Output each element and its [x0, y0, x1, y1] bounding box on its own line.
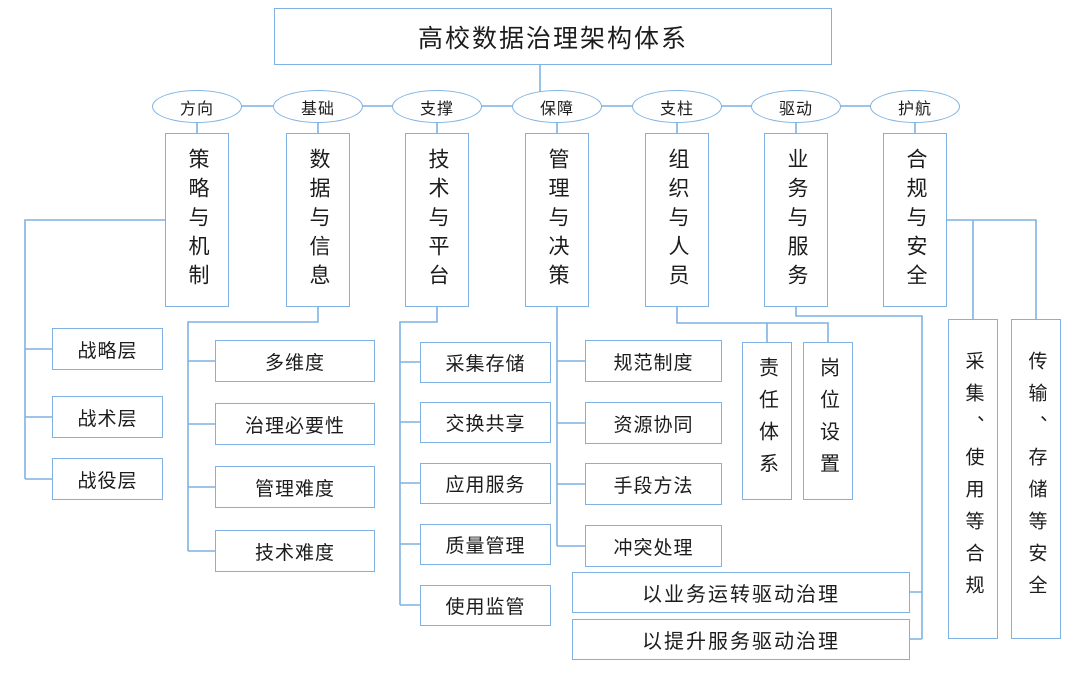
connector-ellipse-stubs [196, 122, 916, 133]
responsibility-system-box: 责任体系 [742, 342, 792, 500]
governance-necessity-box: 治理必要性 [215, 403, 375, 445]
pillar-technology-platform: 技术与平台 [405, 133, 469, 307]
management-difficulty-box: 管理难度 [215, 466, 375, 508]
multi-dimension-box: 多维度 [215, 340, 375, 382]
tag-ellipse-support: 支撑 [392, 90, 482, 123]
tag-ellipse-drive: 驱动 [751, 90, 841, 123]
connector-guarantee-branch [556, 307, 585, 547]
transmission-storage-security-box: 传输、存储等安全 [1011, 319, 1061, 639]
pillar-management-decision: 管理与决策 [525, 133, 589, 307]
pillar-business-service: 业务与服务 [764, 133, 828, 307]
collection-storage-box: 采集存储 [420, 342, 551, 383]
technical-difficulty-box: 技术难度 [215, 530, 375, 572]
service-improvement-driven-box: 以提升服务驱动治理 [572, 619, 910, 660]
methods-means-box: 手段方法 [585, 463, 722, 505]
connector-escort-branch [947, 219, 1037, 319]
connector-pillar-branch [676, 307, 829, 342]
norms-institutions-box: 规范制度 [585, 340, 722, 382]
tag-ellipse-foundation: 基础 [273, 90, 363, 123]
tag-ellipse-guarantee: 保障 [512, 90, 602, 123]
application-service-box: 应用服务 [420, 463, 551, 504]
pillar-strategy-mechanism: 策略与机制 [165, 133, 229, 307]
pillar-data-information: 数据与信息 [286, 133, 350, 307]
campaign-layer-box: 战役层 [52, 458, 163, 500]
pillar-organization-personnel: 组织与人员 [645, 133, 709, 307]
exchange-sharing-box: 交换共享 [420, 402, 551, 443]
strategy-layer-box: 战略层 [52, 328, 163, 370]
collection-usage-compliance-box: 采集、使用等合规 [948, 319, 998, 639]
tag-ellipse-escort: 护航 [870, 90, 960, 123]
connector-foundation-branch [187, 307, 319, 552]
connector-support-branch [399, 307, 438, 606]
tag-ellipse-pillar: 支柱 [632, 90, 722, 123]
position-setting-box: 岗位设置 [803, 342, 853, 500]
pillar-compliance-security: 合规与安全 [883, 133, 947, 307]
tactics-layer-box: 战术层 [52, 396, 163, 438]
conflict-handling-box: 冲突处理 [585, 525, 722, 567]
business-operation-driven-box: 以业务运转驱动治理 [572, 572, 910, 613]
resource-coordination-box: 资源协同 [585, 402, 722, 444]
connector-drive-branch [795, 307, 923, 640]
connector-direction-branch [24, 219, 165, 480]
tag-ellipse-direction: 方向 [152, 90, 242, 123]
root-title-box: 高校数据治理架构体系 [274, 8, 832, 65]
usage-supervision-box: 使用监管 [420, 585, 551, 626]
quality-management-box: 质量管理 [420, 524, 551, 565]
